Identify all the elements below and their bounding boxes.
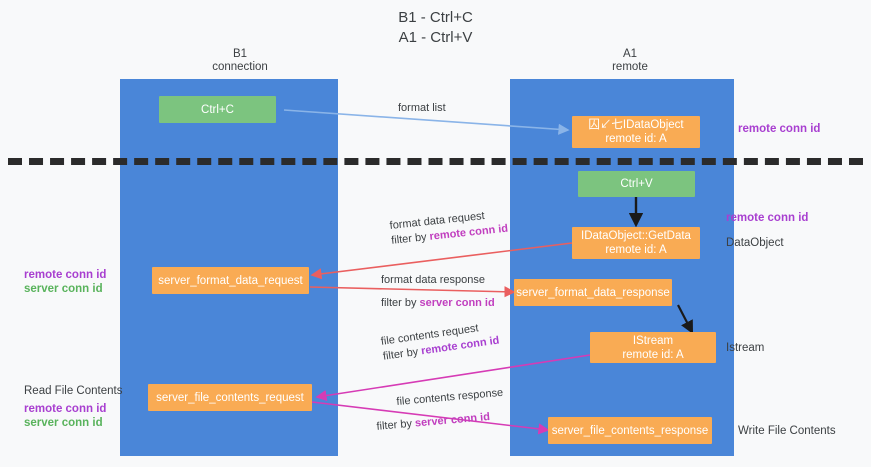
box-istream-line1: IStream [632, 334, 674, 347]
box-istream-line2: remote id: A [622, 348, 684, 361]
box-server-file-contents-response-label: server_file_contents_response [551, 424, 709, 437]
column-header-left-name: B1 [232, 48, 248, 60]
page-title: B1 - Ctrl+C A1 - Ctrl+V [0, 8, 871, 48]
box-server-file-contents-request[interactable]: server_file_contents_request [148, 384, 312, 411]
box-idataobject[interactable]: 囚↙七IDataObject remote id: A [572, 116, 700, 148]
box-server-format-data-request-label: server_format_data_request [158, 274, 303, 287]
flow-label-format-list: format list [398, 101, 446, 116]
flow-label-format-data-request: format data request filter by remote con… [389, 207, 509, 249]
flow-label-format-data-response-text: format data response [381, 274, 485, 286]
box-server-file-contents-response[interactable]: server_file_contents_response [548, 417, 712, 444]
flow-label-format-list-text: format list [398, 102, 446, 114]
column-header-right-name: A1 [622, 48, 638, 60]
column-header-right-role: remote [612, 61, 648, 73]
label-write-file-contents: Write File Contents [738, 425, 836, 437]
column-header-right: A1 remote [510, 48, 750, 74]
column-header-left-role: connection [212, 61, 268, 73]
box-idataobject-line2: remote id: A [605, 133, 667, 145]
filter-prefix: filter by [390, 230, 431, 247]
filter-prefix: filter by [381, 297, 420, 309]
flow-label-file-contents-request: file contents request filter by remote c… [380, 319, 500, 365]
box-idataobject-line1: 囚↙七IDataObject [588, 119, 684, 131]
label-left-server-conn-id-bottom: server conn id [24, 417, 103, 429]
label-dataobject: DataObject [726, 237, 784, 249]
section-divider [8, 158, 863, 165]
box-idataobject-getdata[interactable]: IDataObject::GetData remote id: A [572, 227, 700, 259]
filter-prefix: filter by [376, 417, 416, 433]
box-getdata-line2: remote id: A [605, 244, 667, 256]
filter-emphasis: server conn id [419, 297, 495, 309]
label-read-file-contents: Read File Contents [24, 385, 123, 397]
label-left-server-conn-id-mid: server conn id [24, 283, 103, 295]
label-remote-conn-id-top: remote conn id [738, 123, 821, 135]
box-server-format-data-response[interactable]: server_format_data_response [514, 279, 672, 306]
flow-label-format-data-response-filter: filter by server conn id [381, 296, 495, 311]
box-ctrl-v[interactable]: Ctrl+V [578, 171, 695, 197]
box-istream[interactable]: IStream remote id: A [590, 332, 716, 363]
box-server-format-data-request[interactable]: server_format_data_request [152, 267, 309, 294]
flow-label-file-contents-response: file contents response filter by server … [374, 386, 506, 435]
title-line-1: B1 - Ctrl+C [398, 9, 473, 26]
box-ctrl-v-label: Ctrl+V [620, 178, 653, 190]
box-server-file-contents-request-label: server_file_contents_request [156, 391, 304, 404]
filter-prefix: filter by [382, 345, 423, 363]
box-getdata-line1: IDataObject::GetData [581, 230, 691, 242]
flow-label-file-contents-response-filter: filter by server conn id [376, 409, 506, 435]
box-ctrl-c[interactable]: Ctrl+C [159, 96, 276, 123]
flow-label-format-data-response: format data response filter by server co… [381, 273, 495, 311]
label-left-remote-conn-id-bottom: remote conn id [24, 403, 107, 415]
box-server-format-data-response-label: server_format_data_response [516, 286, 670, 299]
column-header-left: B1 connection [120, 48, 360, 74]
title-line-2: A1 - Ctrl+V [398, 29, 473, 46]
box-ctrl-c-label: Ctrl+C [201, 103, 234, 116]
label-istream: Istream [726, 342, 765, 354]
flow-label-file-contents-response-text: file contents response [396, 386, 504, 409]
filter-emphasis: server conn id [414, 410, 491, 430]
label-left-remote-conn-id-mid: remote conn id [24, 269, 107, 281]
label-remote-conn-id-mid: remote conn id [726, 212, 809, 224]
